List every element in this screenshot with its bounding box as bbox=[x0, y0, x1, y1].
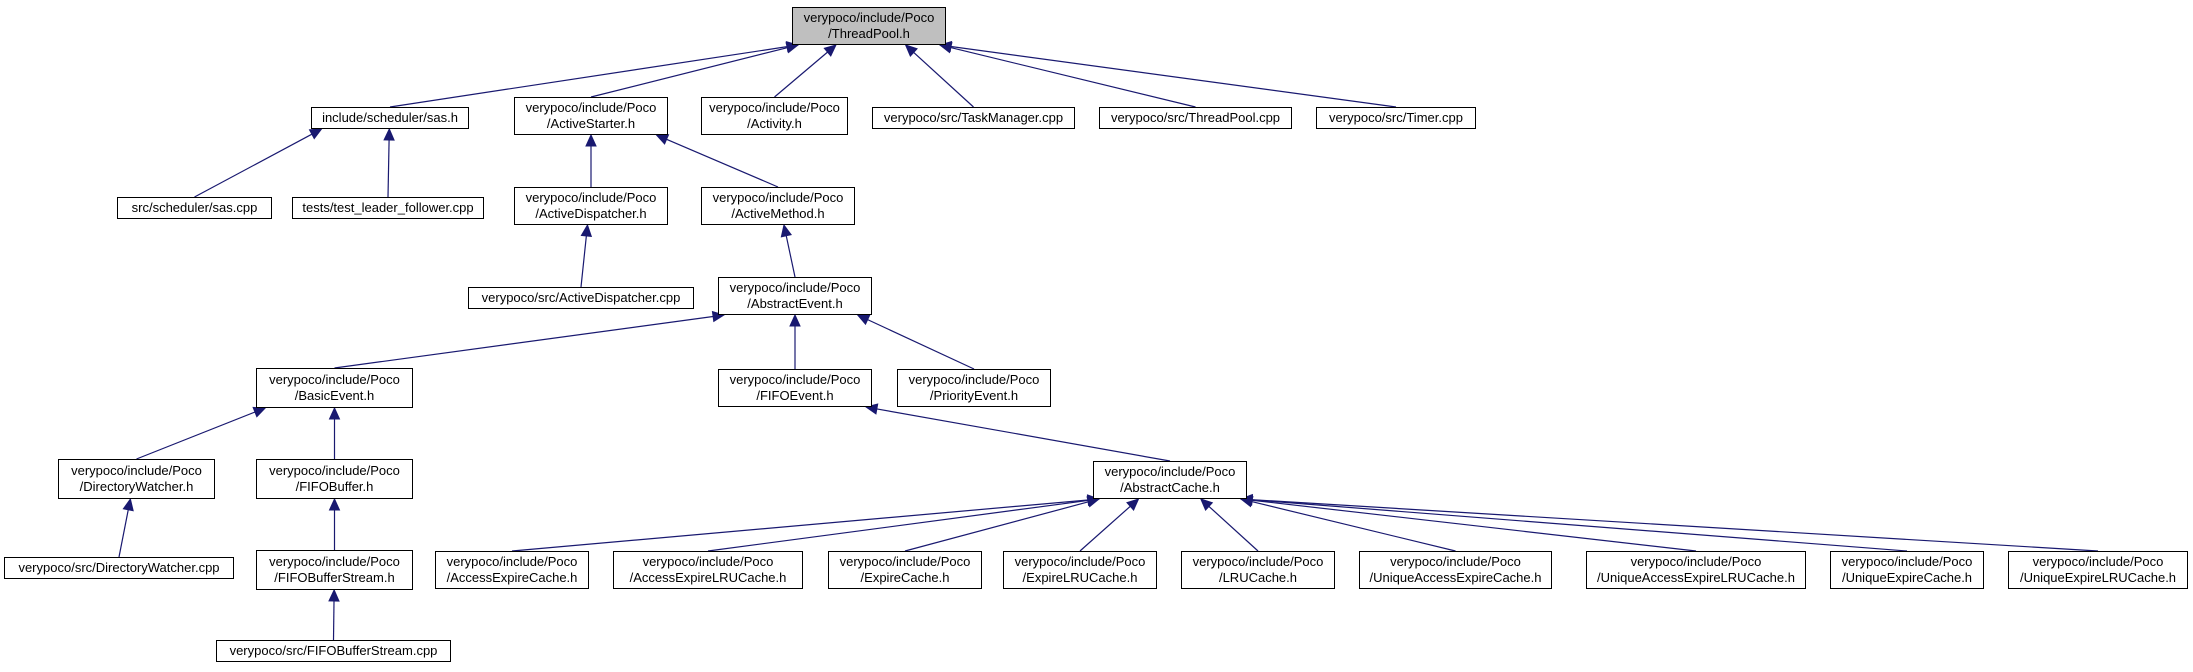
node-test-leader-follower-cpp[interactable]: tests/test_leader_follower.cpp bbox=[292, 197, 484, 219]
arrowhead-activedispatcher_cpp-to-activedispatcher_h bbox=[580, 223, 593, 238]
edge-sas_h-to-threadpool_h bbox=[389, 46, 788, 108]
edge-test_leader_follower_cpp-to-sas_h bbox=[387, 139, 390, 198]
arrowhead-abstractevent_h-to-activemethod_h bbox=[780, 223, 792, 238]
arrowhead-lrucache_h-to-abstractcache_h bbox=[1199, 498, 1214, 512]
node-uniqueexpirecache-h[interactable]: verypoco/include/Poco /UniqueExpireCache… bbox=[1830, 551, 1984, 589]
node-fifobuffer-h[interactable]: verypoco/include/Poco /FIFOBuffer.h bbox=[256, 459, 413, 499]
edge-activedispatcher_cpp-to-activedispatcher_h bbox=[580, 235, 587, 288]
edge-priorityevent_h-to-abstractevent_h bbox=[867, 319, 975, 370]
node-abstractevent-h[interactable]: verypoco/include/Poco /AbstractEvent.h bbox=[718, 277, 872, 315]
edge-abstractevent_h-to-activemethod_h bbox=[785, 235, 796, 278]
node-sas-cpp[interactable]: src/scheduler/sas.cpp bbox=[117, 197, 272, 219]
node-expirelrucache-h[interactable]: verypoco/include/Poco /ExpireLRUCache.h bbox=[1003, 551, 1157, 589]
node-timer-cpp[interactable]: verypoco/src/Timer.cpp bbox=[1316, 107, 1476, 129]
node-accessexpirelrucache-h[interactable]: verypoco/include/Poco /AccessExpireLRUCa… bbox=[613, 551, 803, 589]
node-uniqueaccessexpirelrucache-h[interactable]: verypoco/include/Poco /UniqueAccessExpir… bbox=[1586, 551, 1806, 589]
arrowhead-sas_cpp-to-sas_h bbox=[308, 128, 323, 140]
node-uniqueexpirelrucache-h[interactable]: verypoco/include/Poco /UniqueExpireLRUCa… bbox=[2008, 551, 2188, 589]
node-activestarter-h[interactable]: verypoco/include/Poco /ActiveStarter.h bbox=[514, 97, 668, 135]
arrowhead-fifobufferstream_h-to-fifobuffer_h bbox=[328, 497, 341, 511]
edge-directorywatcher_cpp-to-directorywatcher_h bbox=[118, 509, 129, 558]
node-sas-h[interactable]: include/scheduler/sas.h bbox=[311, 107, 469, 129]
edge-directorywatcher_h-to-basicevent_h bbox=[136, 411, 256, 460]
edge-activity_h-to-threadpool_h bbox=[774, 51, 828, 98]
arrowhead-priorityevent_h-to-abstractevent_h bbox=[856, 314, 871, 326]
node-uniqueaccessexpirecache-h[interactable]: verypoco/include/Poco /UniqueAccessExpir… bbox=[1359, 551, 1552, 589]
node-threadpool-cpp[interactable]: verypoco/src/ThreadPool.cpp bbox=[1099, 107, 1292, 129]
arrowhead-activemethod_h-to-activestarter_h bbox=[655, 134, 670, 145]
arrowhead-fifoevent_h-to-abstractevent_h bbox=[789, 313, 801, 327]
edge-timer_cpp-to-threadpool_h bbox=[950, 45, 1397, 108]
node-lrucache-h[interactable]: verypoco/include/Poco /LRUCache.h bbox=[1181, 551, 1335, 589]
edge-expirelrucache_h-to-abstractcache_h bbox=[1079, 505, 1131, 552]
node-threadpool-h: verypoco/include/Poco /ThreadPool.h bbox=[792, 7, 946, 45]
edge-activestarter_h-to-threadpool_h bbox=[590, 47, 788, 98]
arrowhead-fifobufferstream_cpp-to-fifobufferstream_h bbox=[328, 588, 340, 602]
edge-uniqueaccessexpirecache_h-to-abstractcache_h bbox=[1251, 501, 1456, 552]
node-expirecache-h[interactable]: verypoco/include/Poco /ExpireCache.h bbox=[828, 551, 982, 589]
edge-accessexpirecache_h-to-abstractcache_h bbox=[511, 499, 1089, 552]
node-activity-h[interactable]: verypoco/include/Poco /Activity.h bbox=[701, 97, 848, 135]
node-fifobufferstream-cpp[interactable]: verypoco/src/FIFOBufferStream.cpp bbox=[216, 640, 451, 662]
node-accessexpirecache-h[interactable]: verypoco/include/Poco /AccessExpireCache… bbox=[435, 551, 589, 589]
arrowhead-directorywatcher_h-to-basicevent_h bbox=[252, 406, 267, 418]
node-activedispatcher-h[interactable]: verypoco/include/Poco /ActiveDispatcher.… bbox=[514, 187, 668, 225]
node-activedispatcher-cpp[interactable]: verypoco/src/ActiveDispatcher.cpp bbox=[468, 287, 694, 309]
node-directorywatcher-h[interactable]: verypoco/include/Poco /DirectoryWatcher.… bbox=[58, 459, 215, 499]
arrowhead-fifobuffer_h-to-basicevent_h bbox=[328, 406, 341, 420]
node-basicevent-h[interactable]: verypoco/include/Poco /BasicEvent.h bbox=[256, 368, 413, 408]
edge-sas_cpp-to-sas_h bbox=[194, 133, 313, 198]
edge-uniqueexpirecache_h-to-abstractcache_h bbox=[1251, 499, 1908, 552]
edge-basicevent_h-to-abstractevent_h bbox=[334, 315, 714, 369]
edge-abstractcache_h-to-fifoevent_h bbox=[876, 408, 1171, 462]
edge-lrucache_h-to-abstractcache_h bbox=[1208, 505, 1259, 552]
edge-uniqueaccessexpirelrucache_h-to-abstractcache_h bbox=[1251, 499, 1697, 552]
node-fifobufferstream-h[interactable]: verypoco/include/Poco /FIFOBufferStream.… bbox=[256, 550, 413, 590]
edge-fifobufferstream_cpp-to-fifobufferstream_h bbox=[332, 600, 335, 641]
arrowhead-activity_h-to-threadpool_h bbox=[823, 44, 837, 57]
edge-accessexpirelrucache_h-to-abstractcache_h bbox=[707, 499, 1089, 552]
arrowhead-directorywatcher_cpp-to-directorywatcher_h bbox=[122, 497, 134, 512]
edge-uniqueexpirelrucache_h-to-abstractcache_h bbox=[1251, 499, 2099, 552]
arrowhead-taskmanager_cpp-to-threadpool_h bbox=[904, 44, 918, 58]
arrowhead-activedispatcher_h-to-activestarter_h bbox=[585, 133, 597, 147]
edge-taskmanager_cpp-to-threadpool_h bbox=[913, 51, 974, 108]
edge-threadpool_cpp-to-threadpool_h bbox=[950, 47, 1196, 108]
node-fifoevent-h[interactable]: verypoco/include/Poco /FIFOEvent.h bbox=[718, 369, 872, 407]
arrowhead-test_leader_follower_cpp-to-sas_h bbox=[383, 127, 395, 141]
node-priorityevent-h[interactable]: verypoco/include/Poco /PriorityEvent.h bbox=[897, 369, 1051, 407]
edge-activemethod_h-to-activestarter_h bbox=[666, 138, 779, 188]
node-abstractcache-h[interactable]: verypoco/include/Poco /AbstractCache.h bbox=[1093, 461, 1247, 499]
node-taskmanager-cpp[interactable]: verypoco/src/TaskManager.cpp bbox=[872, 107, 1075, 129]
edge-expirecache_h-to-abstractcache_h bbox=[904, 501, 1089, 552]
node-activemethod-h[interactable]: verypoco/include/Poco /ActiveMethod.h bbox=[701, 187, 855, 225]
node-directorywatcher-cpp[interactable]: verypoco/src/DirectoryWatcher.cpp bbox=[4, 557, 234, 579]
arrowhead-expirelrucache_h-to-abstractcache_h bbox=[1126, 498, 1140, 511]
